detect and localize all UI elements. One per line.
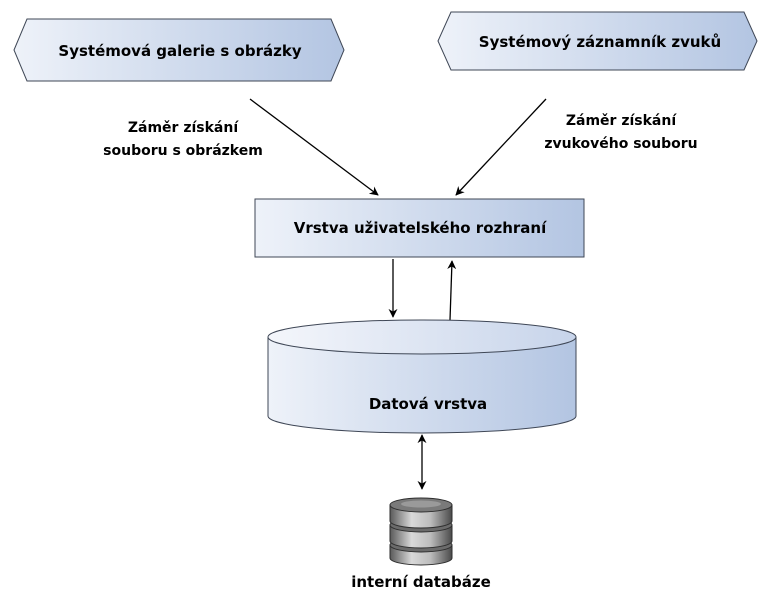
audio-intent-label-line1: Záměr získání	[566, 113, 677, 129]
image-intent-arrow	[249, 98, 379, 196]
audio-intent-label-line2: zvukového souboru	[544, 136, 697, 152]
audio-intent-arrow	[455, 98, 547, 196]
database-label: interní databáze	[351, 573, 491, 591]
recorder-node: Systémový záznamník zvuků	[437, 11, 758, 71]
data-layer-node: Datová vrstva	[267, 319, 577, 434]
gallery-node: Systémová galerie s obrázky	[13, 18, 345, 82]
database-icon	[389, 497, 453, 566]
ui-layer-label: Vrstva uživatelského rozhraní	[294, 219, 547, 237]
recorder-label: Systémový záznamník zvuků	[479, 33, 721, 51]
image-intent-label-line1: Záměr získání	[128, 120, 239, 136]
image-intent-label-line2: souboru s obrázkem	[103, 143, 263, 159]
gallery-label: Systémová galerie s obrázky	[58, 42, 301, 60]
ui-layer-node: Vrstva uživatelského rozhraní	[254, 198, 585, 258]
data-to-ui-arrow	[447, 260, 457, 321]
data-layer-label: Datová vrstva	[369, 395, 487, 413]
